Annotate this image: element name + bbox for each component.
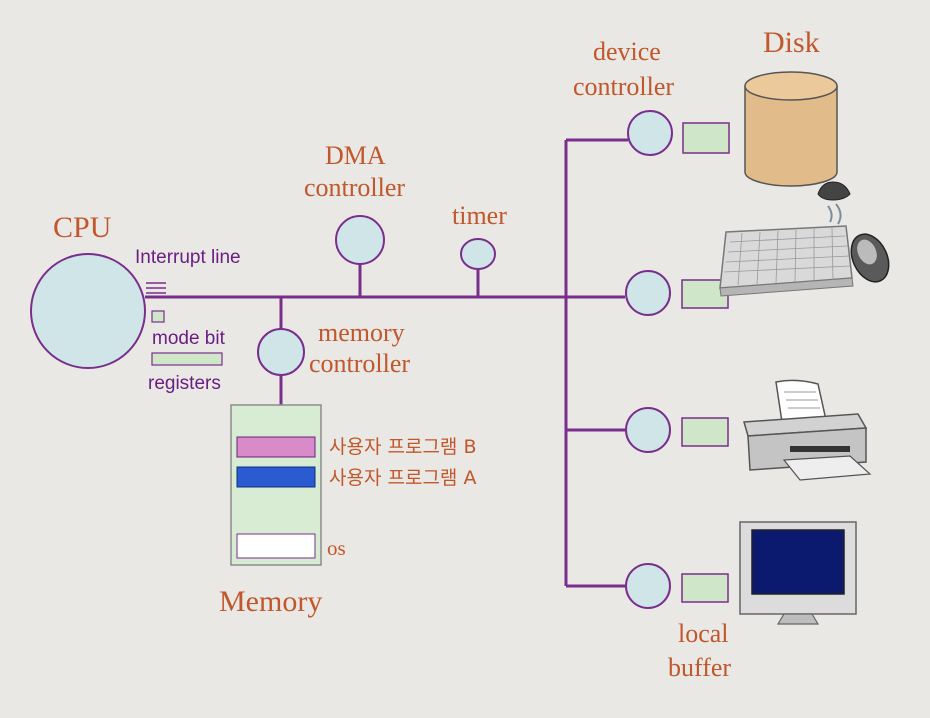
device-node-disk (627, 110, 673, 156)
buffer-printer (681, 417, 729, 447)
device-controller-disk: device controller (573, 37, 730, 156)
memctrl-node (257, 328, 305, 376)
timer-label: timer (452, 201, 507, 230)
keyboard-mouse-icon (719, 181, 890, 297)
memctrl-label-line2: controller (309, 349, 410, 378)
buffer-disk (682, 122, 730, 154)
registers-box (151, 352, 223, 366)
local-buffer-label-line1: local (678, 619, 729, 648)
registers-label: registers (148, 373, 221, 394)
mode-bit-box (151, 310, 165, 323)
monitor-icon (739, 521, 857, 625)
device-controller-monitor: local buffer (625, 563, 731, 682)
memory-controller: memory controller (257, 318, 410, 378)
os-area (236, 533, 316, 559)
monitor-screen (751, 529, 845, 595)
printer-icon (743, 379, 872, 481)
cpu-label: CPU (53, 211, 112, 244)
dma-controller: DMA controller (304, 141, 405, 265)
keyboard-icon (719, 225, 854, 297)
device-node-printer (625, 407, 671, 453)
device-node-monitor (625, 563, 671, 609)
user-program-b-label: 사용자 프로그램 B (329, 436, 476, 458)
memory-block: 사용자 프로그램 B 사용자 프로그램 A os Memory (219, 404, 476, 618)
devctrl-label-line1: device (593, 37, 661, 66)
system-bus (145, 138, 628, 588)
device-controller-keyboard (625, 270, 729, 316)
disk-icon: Disk (744, 26, 838, 187)
os-label: os (327, 536, 346, 560)
local-buffer-label-line2: buffer (668, 653, 731, 682)
memctrl-label-line1: memory (318, 318, 405, 347)
device-node-keyboard (625, 270, 671, 316)
cpu-circle (30, 253, 146, 369)
mode-bit-label: mode bit (152, 328, 226, 349)
user-program-a-label: 사용자 프로그램 A (329, 467, 476, 489)
buffer-monitor (681, 573, 729, 603)
disk-label: Disk (763, 26, 820, 59)
user-program-a-bar (236, 466, 316, 488)
dma-label-line1: DMA (325, 141, 386, 170)
mouse-icon (817, 181, 890, 283)
devctrl-label-line2: controller (573, 72, 674, 101)
memory-label: Memory (219, 585, 322, 618)
device-controller-printer (625, 407, 729, 453)
timer-node (460, 238, 496, 270)
user-program-b-bar (236, 436, 316, 458)
dma-node (335, 215, 385, 265)
timer: timer (452, 201, 507, 270)
dma-label-line2: controller (304, 173, 405, 202)
interrupt-line-label: Interrupt line (135, 247, 241, 268)
interrupt-line-marks (146, 282, 166, 294)
cpu-block: CPU Interrupt line mode bit registers (30, 211, 241, 394)
